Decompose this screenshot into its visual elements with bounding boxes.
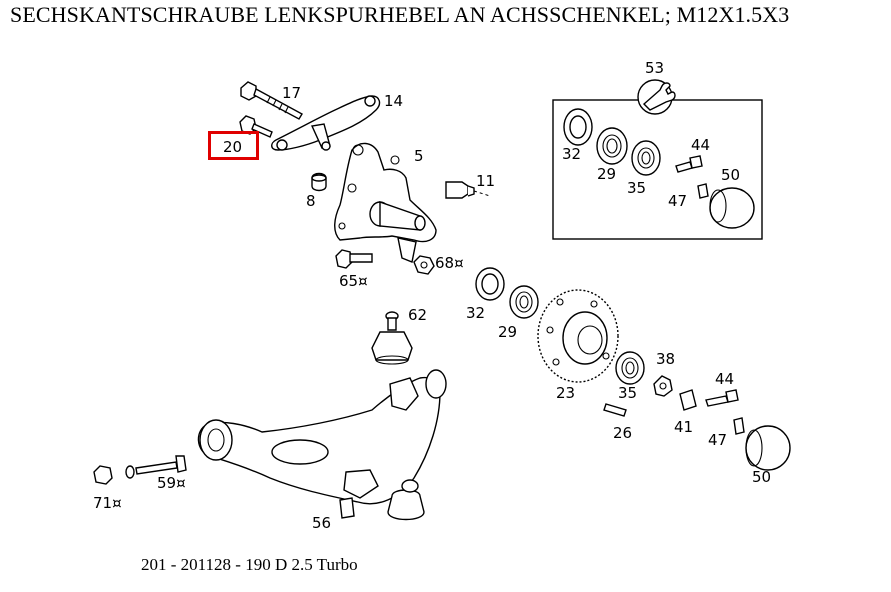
label-23: 23 <box>556 384 575 402</box>
label-65: 65¤ <box>339 272 368 290</box>
label-35-inset: 35 <box>627 179 646 197</box>
clamp-nut-41[interactable] <box>679 389 697 411</box>
steering-knuckle-5[interactable] <box>334 142 437 263</box>
label-50-inset: 50 <box>721 166 740 184</box>
label-44: 44 <box>715 370 734 388</box>
vehicle-footer: 201 - 201128 - 190 D 2.5 Turbo <box>141 555 358 574</box>
screw-44[interactable] <box>705 389 739 407</box>
label-5: 5 <box>414 147 424 165</box>
nut-71[interactable] <box>93 465 113 485</box>
seal-32-inset[interactable] <box>563 108 593 146</box>
label-32-inset: 32 <box>562 145 581 163</box>
highlight-box-20 <box>208 131 259 160</box>
label-35: 35 <box>618 384 637 402</box>
label-32: 32 <box>466 304 485 322</box>
label-68: 68¤ <box>435 254 464 272</box>
screw-44-inset[interactable] <box>675 155 703 173</box>
pin-26[interactable] <box>603 403 627 417</box>
washer-38[interactable] <box>653 375 673 397</box>
bushing-8[interactable] <box>311 172 327 192</box>
bearing-35[interactable] <box>615 351 645 385</box>
label-26: 26 <box>613 424 632 442</box>
seal-32[interactable] <box>475 267 505 301</box>
label-20: 20 <box>223 138 242 156</box>
label-29-inset: 29 <box>597 165 616 183</box>
bleed-valve-11[interactable] <box>445 181 491 199</box>
bearing-29-inset[interactable] <box>596 127 628 165</box>
label-47: 47 <box>708 431 727 449</box>
label-8: 8 <box>306 192 316 210</box>
label-62: 62 <box>408 306 427 324</box>
label-41: 41 <box>674 418 693 436</box>
steering-lever-14[interactable] <box>271 95 381 151</box>
label-14: 14 <box>384 92 403 110</box>
label-56: 56 <box>312 514 331 532</box>
label-38: 38 <box>656 350 675 368</box>
control-arm-56[interactable] <box>197 369 447 521</box>
nut-68[interactable] <box>413 255 435 275</box>
clip-47-inset[interactable] <box>697 183 709 199</box>
label-47-inset: 47 <box>668 192 687 210</box>
bolt-65[interactable] <box>335 249 373 269</box>
label-17: 17 <box>282 84 301 102</box>
bearing-29[interactable] <box>509 285 539 319</box>
cap-50-inset[interactable] <box>709 187 755 229</box>
wrench-icon-53[interactable] <box>637 79 676 115</box>
label-44-inset: 44 <box>691 136 710 154</box>
label-50: 50 <box>752 468 771 486</box>
label-29: 29 <box>498 323 517 341</box>
label-53: 53 <box>645 59 664 77</box>
wheel-hub-23[interactable] <box>537 289 619 383</box>
bolt-17[interactable] <box>240 81 303 120</box>
bolt-20[interactable] <box>239 115 273 138</box>
bearing-35-inset[interactable] <box>631 140 661 176</box>
bolt-59[interactable] <box>125 455 187 479</box>
page-title: SECHSKANTSCHRAUBE LENKSPURHEBEL AN ACHSS… <box>10 2 790 27</box>
ball-joint-62[interactable] <box>371 311 413 365</box>
label-11: 11 <box>476 172 495 190</box>
cap-50[interactable] <box>745 425 791 471</box>
label-71: 71¤ <box>93 494 122 512</box>
label-59: 59¤ <box>157 474 186 492</box>
clip-47[interactable] <box>733 417 745 435</box>
